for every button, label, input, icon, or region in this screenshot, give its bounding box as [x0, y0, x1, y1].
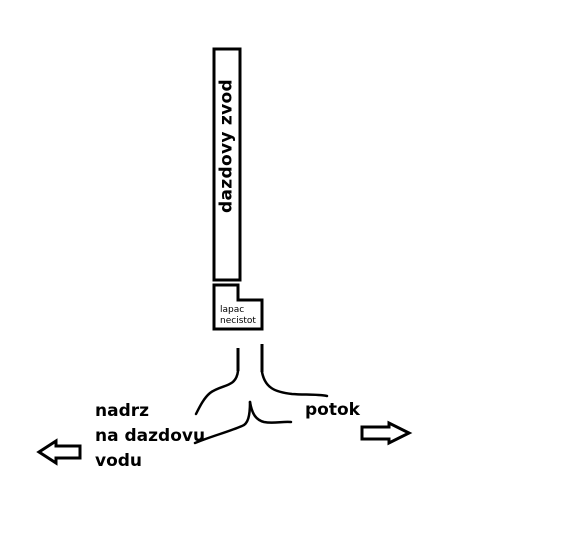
branch-upper-right [260, 370, 329, 398]
trap-label-line2: necistot [220, 316, 256, 326]
branch-lines [193, 369, 329, 445]
downspout-pipe [212, 47, 242, 282]
tank-label-line3: vodu [95, 451, 143, 471]
branch-upper-left [194, 369, 240, 416]
left-arrow-icon [36, 438, 82, 466]
trap-outlet [236, 344, 264, 372]
downspout-label: dazdovy zvod [216, 77, 237, 215]
branch-lower-left [193, 400, 252, 445]
tank-label-line2: na dazdovu [95, 426, 206, 446]
tank-label: nadrz na dazdovu vodu [95, 399, 205, 474]
trap-label-line1: lapac [220, 305, 245, 315]
branch-lower-right [248, 400, 293, 424]
tank-label-line1: nadrz [95, 401, 150, 421]
trap-label: lapac necistot [220, 305, 256, 327]
right-arrow-icon [360, 420, 413, 446]
stream-label: potok [305, 400, 360, 420]
debris-trap-box [212, 283, 264, 331]
